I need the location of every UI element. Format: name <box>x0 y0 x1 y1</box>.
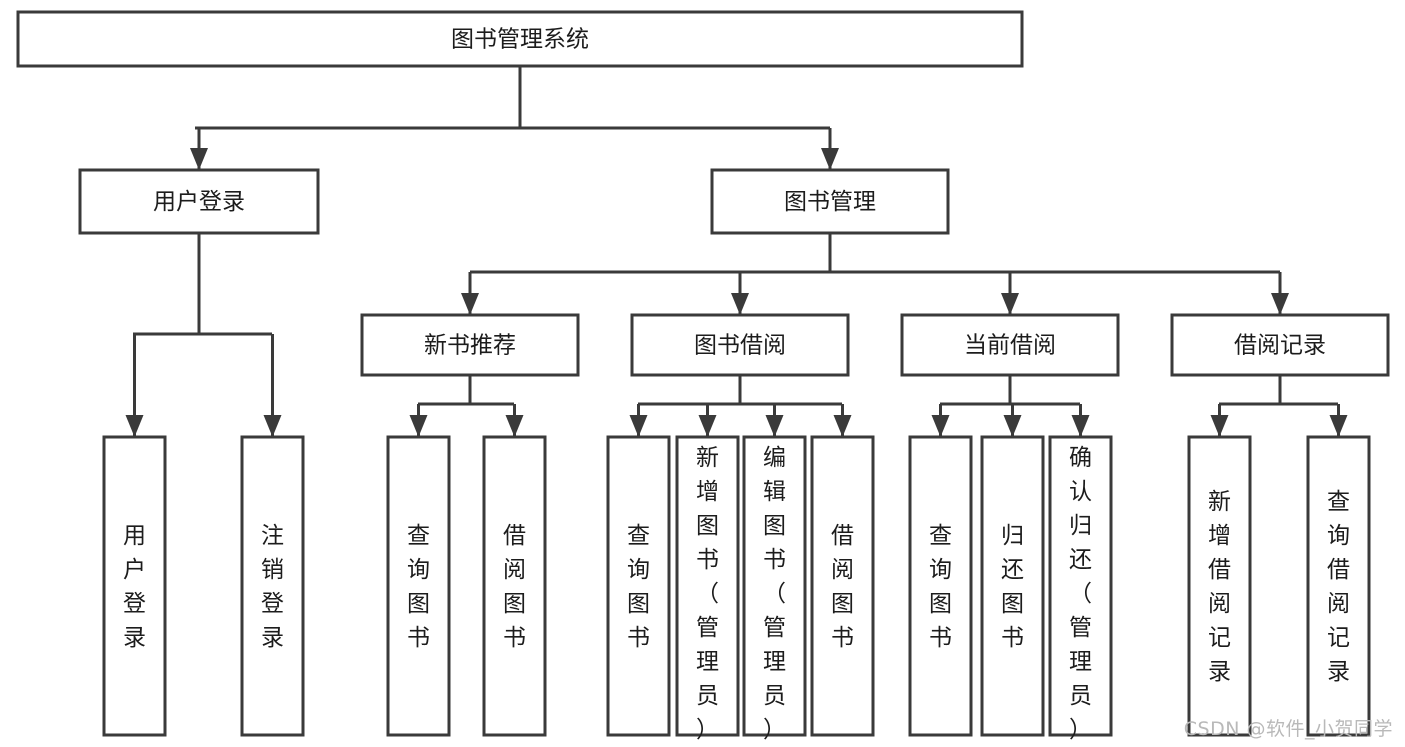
leaf-node-9[interactable]: 归还图书 <box>980 435 1045 737</box>
userlogin-to-leaf-0-arrow-icon <box>125 415 144 437</box>
level2-node-0[interactable]: 用户登录 <box>78 168 320 235</box>
csdn-watermark: CSDN @软件_小贺同学 <box>1183 718 1393 740</box>
leaf-node-6-label: 编辑图书（管理员） <box>763 445 786 743</box>
借阅记录-to-leaf-1-arrow-icon <box>1329 415 1348 437</box>
leaf-node-4-label: 查询图书 <box>627 523 650 651</box>
leaf-node-2-rect[interactable] <box>386 435 451 737</box>
level3-node-label: 当前借阅 <box>964 333 1056 359</box>
新书推荐-to-leaf-0-arrow-icon <box>409 415 428 437</box>
leaf-node-4[interactable]: 查询图书 <box>606 435 671 737</box>
当前借阅-to-leaf-0-arrow-icon <box>931 415 950 437</box>
level2-node-label: 图书管理 <box>784 189 876 215</box>
level3-node-3[interactable]: 借阅记录 <box>1170 313 1390 377</box>
level3-node-rect[interactable] <box>900 313 1120 377</box>
level3-node-0[interactable]: 新书推荐 <box>360 313 580 377</box>
leaf-node-1-label: 注销登录 <box>261 523 284 651</box>
leaf-node-5-label: 新增图书（管理员） <box>696 445 719 743</box>
图书借阅-to-leaf-1-arrow-icon <box>698 415 717 437</box>
root-node[interactable]: 图书管理系统 <box>16 10 1024 68</box>
借阅记录-to-leaf-0-arrow-icon <box>1210 415 1229 437</box>
leaf-node-9-label: 归还图书 <box>1001 523 1024 651</box>
leaf-node-10-rect[interactable] <box>1048 435 1113 737</box>
bookmgmt-to-level3-1-arrow-icon <box>731 293 749 315</box>
leaf-node-1-rect[interactable] <box>240 435 305 737</box>
level2-node-rect[interactable] <box>78 168 320 235</box>
当前借阅-to-leaf-2-arrow-icon <box>1071 415 1090 437</box>
level3-node-2[interactable]: 当前借阅 <box>900 313 1120 377</box>
leaf-node-0[interactable]: 用户登录 <box>102 435 167 737</box>
leaf-node-11-rect[interactable] <box>1187 435 1252 737</box>
leaf-node-3[interactable]: 借阅图书 <box>482 435 547 737</box>
root-node-label: 图书管理系统 <box>451 27 589 53</box>
level3-node-1[interactable]: 图书借阅 <box>630 313 850 377</box>
userlogin-to-leaf-1-arrow-icon <box>263 415 282 437</box>
level3-node-label: 新书推荐 <box>424 333 516 359</box>
leaf-node-10-label: 确认归还（管理员） <box>1069 445 1092 743</box>
level2-node-rect[interactable] <box>710 168 950 235</box>
leaf-node-11[interactable]: 新增借阅记录 <box>1187 435 1252 737</box>
leaf-node-8-rect[interactable] <box>908 435 973 737</box>
leaf-node-7-label: 借阅图书 <box>831 523 854 651</box>
leaf-node-2-label: 查询图书 <box>407 523 430 651</box>
leaf-node-7-rect[interactable] <box>810 435 875 737</box>
level3-node-rect[interactable] <box>630 313 850 377</box>
leaf-node-0-label: 用户登录 <box>123 523 146 651</box>
connector-edges-group <box>125 66 1348 437</box>
level2-node-label: 用户登录 <box>153 189 245 215</box>
leaf-node-5[interactable]: 新增图书（管理员） <box>675 435 740 743</box>
leaf-node-12[interactable]: 查询借阅记录 <box>1306 435 1371 737</box>
level3-node-label: 借阅记录 <box>1234 333 1326 359</box>
leaf-node-8-label: 查询图书 <box>929 523 952 651</box>
leaf-node-12-label: 查询借阅记录 <box>1327 489 1350 685</box>
leaf-node-3-rect[interactable] <box>482 435 547 737</box>
leaf-node-12-rect[interactable] <box>1306 435 1371 737</box>
图书借阅-to-leaf-3-arrow-icon <box>833 415 852 437</box>
bookmgmt-to-level3-0-arrow-icon <box>461 293 479 315</box>
root-node-rect[interactable] <box>16 10 1024 68</box>
leaf-node-8[interactable]: 查询图书 <box>908 435 973 737</box>
leaf-node-5-rect[interactable] <box>675 435 740 737</box>
bookmgmt-to-level3-3-arrow-icon <box>1271 293 1289 315</box>
图书借阅-to-leaf-0-arrow-icon <box>629 415 648 437</box>
leaf-node-9-rect[interactable] <box>980 435 1045 737</box>
leaf-node-0-rect[interactable] <box>102 435 167 737</box>
level3-node-label: 图书借阅 <box>694 333 786 359</box>
图书借阅-to-leaf-2-arrow-icon <box>765 415 784 437</box>
leaf-node-3-label: 借阅图书 <box>503 523 526 651</box>
leaf-node-10[interactable]: 确认归还（管理员） <box>1048 435 1113 743</box>
bookmgmt-to-level3-2-arrow-icon <box>1001 293 1019 315</box>
leaf-node-1[interactable]: 注销登录 <box>240 435 305 737</box>
level3-node-rect[interactable] <box>1170 313 1390 377</box>
level2-node-1[interactable]: 图书管理 <box>710 168 950 235</box>
新书推荐-to-leaf-1-arrow-icon <box>505 415 524 437</box>
leaf-node-6[interactable]: 编辑图书（管理员） <box>742 435 807 743</box>
leaf-node-7[interactable]: 借阅图书 <box>810 435 875 737</box>
leaf-node-6-rect[interactable] <box>742 435 807 737</box>
level3-node-rect[interactable] <box>360 313 580 377</box>
当前借阅-to-leaf-1-arrow-icon <box>1003 415 1022 437</box>
leaf-node-2[interactable]: 查询图书 <box>386 435 451 737</box>
root-to-level2-0-arrow-icon <box>190 148 208 170</box>
root-to-level2-1-arrow-icon <box>821 148 839 170</box>
leaf-node-11-label: 新增借阅记录 <box>1208 489 1231 685</box>
node-boxes-group: 图书管理系统用户登录图书管理新书推荐图书借阅当前借阅借阅记录用户登录注销登录查询… <box>16 10 1390 743</box>
leaf-node-4-rect[interactable] <box>606 435 671 737</box>
